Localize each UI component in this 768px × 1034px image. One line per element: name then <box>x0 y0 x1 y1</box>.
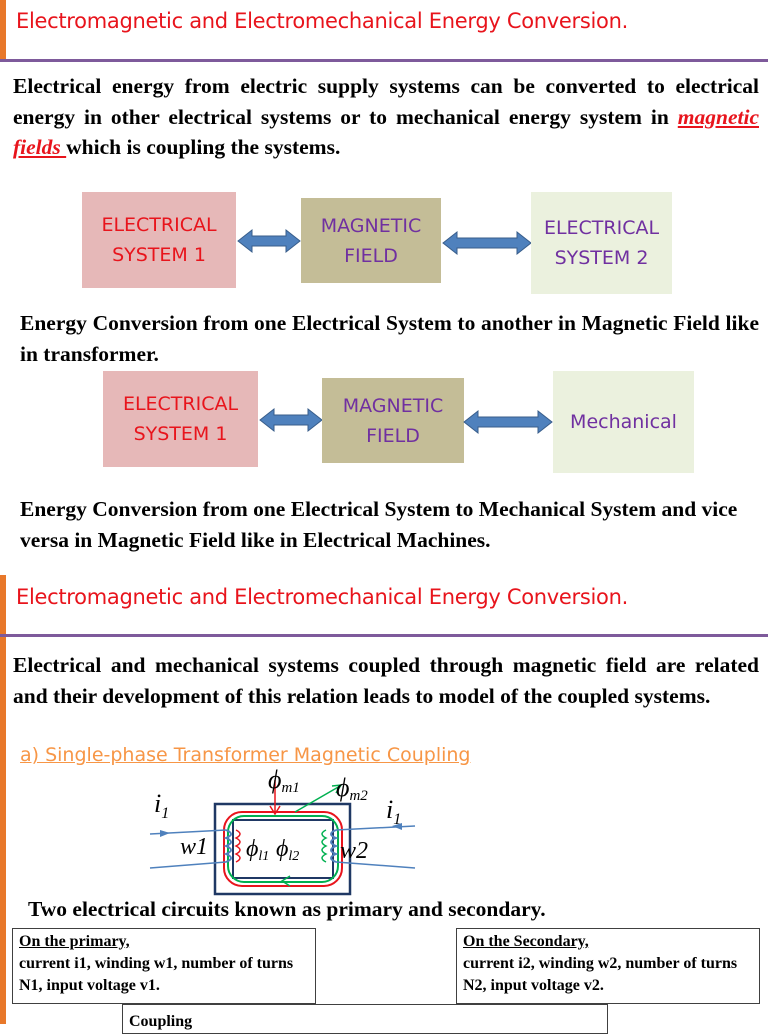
primary-cell: On the primary, current i1, winding w1, … <box>12 928 316 1004</box>
slide2-intro: Electrical and mechanical systems couple… <box>13 653 759 708</box>
diagram2-electrical-system-1: ELECTRICAL SYSTEM 1 <box>103 371 258 467</box>
intro-text-before: Electrical energy from electric supply s… <box>13 74 759 129</box>
coupling-label: Coupling <box>129 1013 193 1030</box>
winding-left-label: w1 <box>180 834 208 860</box>
slide2-title: Electromagnetic and Electromechanical En… <box>16 585 628 609</box>
transformer-coupling-figure: i1 i1 w1 w2 ϕm1 ϕm2 ϕl1 ϕl2 <box>149 768 416 896</box>
flux-m2-label: ϕm2 <box>336 773 368 804</box>
diagram2-magnetic-field: MAGNETIC FIELD <box>322 378 464 463</box>
diagram1-magnetic-field: MAGNETIC FIELD <box>301 198 441 283</box>
double-arrow-icon <box>463 409 553 435</box>
diagram1-electrical-system-1: ELECTRICAL SYSTEM 1 <box>82 192 236 288</box>
diagram1-middle-label: MAGNETIC FIELD <box>320 214 422 267</box>
primary-text: current i1, winding w1, number of turns … <box>19 955 294 994</box>
primary-heading: On the primary, <box>19 933 130 950</box>
title-rule-top <box>0 59 768 62</box>
secondary-cell: On the Secondary, current i2, winding w2… <box>456 928 760 1004</box>
slide1-caption1: Energy Conversion from one Electrical Sy… <box>20 311 759 366</box>
accent-bar-top <box>0 0 6 60</box>
double-arrow-icon <box>259 407 323 433</box>
double-arrow-icon <box>442 230 532 256</box>
diagram2-left-label: ELECTRICAL SYSTEM 1 <box>122 393 239 445</box>
slide1-intro: Electrical energy from electric supply s… <box>13 71 759 163</box>
diagram2-middle-label: MAGNETIC FIELD <box>342 394 444 447</box>
winding-right-label: w2 <box>340 838 368 864</box>
diagram2-mechanical: Mechanical <box>553 371 694 473</box>
title-rule-bottom <box>0 634 768 637</box>
flux-l2-label: ϕl2 <box>276 836 299 864</box>
intro-text-after: which is coupling the systems. <box>66 135 341 159</box>
diagram2-right-label: Mechanical <box>570 411 677 433</box>
double-arrow-icon <box>237 228 301 254</box>
diagram1-right-label: ELECTRICAL SYSTEM 2 <box>543 217 660 269</box>
flux-m1-label: ϕm1 <box>268 768 300 796</box>
diagram1-electrical-system-2: ELECTRICAL SYSTEM 2 <box>531 192 672 294</box>
diagram1-left-label: ELECTRICAL SYSTEM 1 <box>101 214 217 266</box>
secondary-heading: On the Secondary, <box>463 933 589 950</box>
secondary-text: current i2, winding w2, number of turns … <box>463 955 738 994</box>
transformer-subheading: a) Single-phase Transformer Magnetic Cou… <box>20 744 471 766</box>
coupling-cell: Coupling <box>122 1004 608 1034</box>
current-right-label: i1 <box>386 795 401 828</box>
slide1-title: Electromagnetic and Electromechanical En… <box>16 9 628 33</box>
slide2-caption: Two electrical circuits known as primary… <box>28 897 546 921</box>
current-left-label: i1 <box>154 789 169 822</box>
flux-l1-label: ϕl1 <box>246 836 269 864</box>
accent-bar-bottom <box>0 575 6 1024</box>
slide1-caption2: Energy Conversion from one Electrical Sy… <box>20 497 738 552</box>
intro-keyword: magnetic fields <box>13 104 759 160</box>
